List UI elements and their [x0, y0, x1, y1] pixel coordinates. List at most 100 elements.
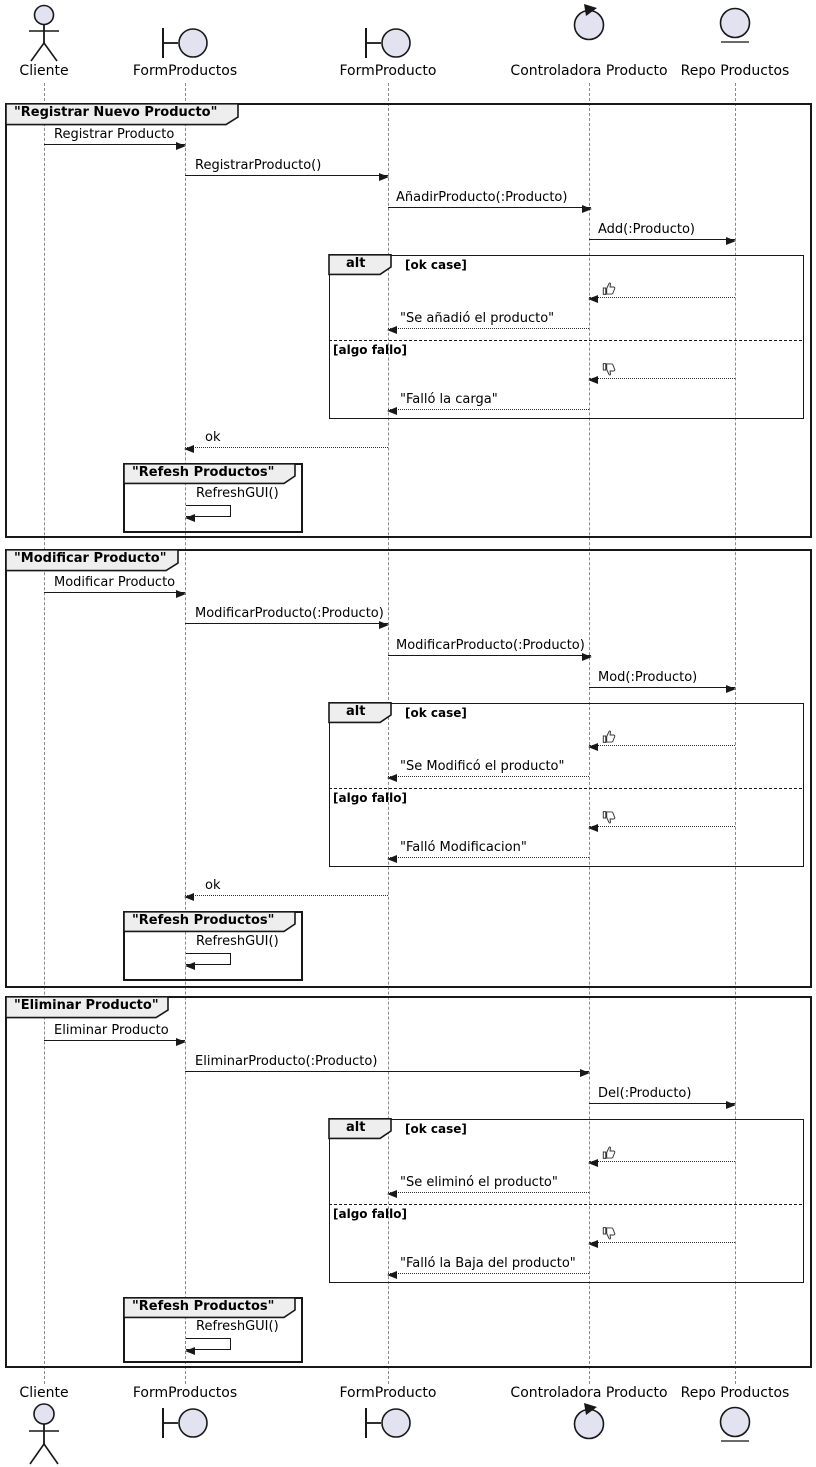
alt-label: alt	[346, 256, 366, 271]
boundary-icon	[162, 1408, 208, 1438]
message-mod-producto: Mod(:Producto)	[589, 670, 736, 693]
actor-icon	[29, 1403, 59, 1465]
message-label: "Falló Modificacion"	[400, 840, 527, 855]
message-label: AñadirProducto(:Producto)	[396, 190, 568, 205]
arrowhead	[185, 1346, 195, 1355]
message-label: "Se Modificó el producto"	[400, 759, 565, 774]
message-label: RegistrarProducto()	[195, 158, 322, 173]
arrowhead	[582, 205, 592, 213]
arrow-line	[185, 895, 388, 896]
arrow-line	[388, 207, 591, 208]
arrow-line	[589, 1161, 735, 1162]
frame-title: "Registrar Nuevo Producto"	[14, 105, 218, 120]
participant-label-repo-bottom: Repo Productos	[680, 1385, 790, 1401]
alt-label: alt	[346, 1120, 366, 1135]
alt-divider	[329, 1204, 802, 1205]
control-icon	[573, 1403, 605, 1440]
message-thumbs-up-reply	[588, 276, 735, 303]
thumbs-up-icon	[602, 282, 616, 295]
thumbs-up-icon	[602, 730, 616, 743]
frame-title-tab: "Eliminar Producto"	[5, 996, 169, 1019]
message-label: Add(:Producto)	[598, 222, 696, 237]
arrowhead	[588, 376, 598, 384]
arrow-line	[185, 1071, 589, 1072]
participant-label-repo: Repo Productos	[680, 63, 790, 79]
arrowhead	[726, 1101, 736, 1109]
arrow-line	[388, 1192, 589, 1193]
arrowhead	[379, 621, 389, 629]
arrowhead	[176, 1038, 186, 1046]
arrowhead	[582, 653, 592, 661]
message-del-producto: Del(:Producto)	[589, 1086, 736, 1109]
message-label: Modificar Producto	[54, 575, 176, 590]
group-title: "Refesh Productos"	[132, 913, 275, 928]
alt-title-tab: alt	[328, 702, 392, 724]
group-title: "Refesh Productos"	[132, 465, 275, 480]
arrowhead	[184, 445, 194, 453]
entity-icon	[719, 7, 751, 43]
arrow-line	[388, 1273, 589, 1274]
message-refreshgui-label: RefreshGUI()	[196, 1319, 279, 1334]
frame-title-tab: "Modificar Producto"	[5, 549, 179, 572]
actor-icon	[29, 4, 59, 62]
arrowhead	[726, 685, 736, 693]
arrow-line	[388, 655, 591, 656]
message-label: "Falló la carga"	[400, 392, 498, 407]
message-ok-reply: ok	[184, 430, 388, 453]
self-message-arrow	[185, 505, 231, 522]
boundary-icon	[365, 28, 411, 58]
arrowhead	[387, 774, 397, 782]
group-refesh-productos-3: "Refesh Productos"	[123, 1297, 303, 1363]
frame-title: "Modificar Producto"	[14, 551, 167, 566]
guard-ok-case: [ok case]	[405, 258, 467, 272]
self-message-arrow	[185, 1338, 231, 1355]
message-label: ModificarProducto(:Producto)	[396, 638, 585, 653]
frame-modificar-producto: "Modificar Producto"	[5, 549, 812, 988]
arrowhead	[387, 326, 397, 334]
guard-algo-fallo: [algo fallo]	[333, 791, 407, 805]
message-eliminar-producto: Eliminar Producto	[44, 1023, 186, 1046]
guard-algo-fallo: [algo fallo]	[333, 343, 407, 357]
arrow-line	[44, 144, 185, 145]
message-label: "Falló la Baja del producto"	[400, 1256, 576, 1271]
group-refesh-productos-2: "Refesh Productos"	[123, 911, 303, 981]
entity-icon	[719, 1406, 751, 1442]
message-registrar-producto: Registrar Producto	[44, 127, 186, 150]
lifeline-cliente	[44, 83, 45, 1384]
frame-eliminar-producto: "Eliminar Producto"	[5, 996, 812, 1368]
arrowhead	[726, 237, 736, 245]
message-add-producto: Add(:Producto)	[589, 222, 736, 245]
arrow-line	[44, 1040, 185, 1041]
message-label: Del(:Producto)	[598, 1086, 692, 1101]
message-thumbs-up-reply	[588, 724, 735, 751]
arrowhead	[387, 1271, 397, 1279]
alt-fragment-2: alt	[328, 702, 804, 867]
group-title-tab: "Refesh Productos"	[123, 911, 296, 933]
arrowhead	[184, 893, 194, 901]
self-message-arrow	[185, 953, 231, 970]
arrowhead	[387, 855, 397, 863]
thumbs-up-icon	[602, 1146, 616, 1159]
arrow-line	[388, 857, 589, 858]
arrow-line	[388, 409, 589, 410]
arrow-line	[589, 1242, 735, 1243]
arrowhead	[588, 1240, 598, 1248]
message-registrarproducto-fn: RegistrarProducto()	[185, 158, 389, 181]
frame-registrar-nuevo-producto: "Registrar Nuevo Producto"	[5, 103, 812, 538]
message-modificar-producto: Modificar Producto	[44, 575, 186, 598]
message-eliminarproducto-fn: EliminarProducto(:Producto)	[185, 1054, 590, 1077]
message-thumbs-down-reply	[588, 1221, 735, 1248]
arrowhead	[176, 590, 186, 598]
message-label: ok	[205, 430, 221, 445]
message-anadirproducto: AñadirProducto(:Producto)	[388, 190, 592, 213]
boundary-icon	[365, 1408, 411, 1438]
participant-label-cliente: Cliente	[19, 63, 69, 79]
arrowhead	[588, 295, 598, 303]
arrowhead	[588, 1159, 598, 1167]
message-refreshgui-label: RefreshGUI()	[196, 934, 279, 949]
message-reply-fail: "Falló Modificacion"	[387, 840, 589, 863]
participant-label-formproductos: FormProductos	[132, 63, 238, 79]
arrow-line	[44, 592, 185, 593]
message-modificarproducto-fn: ModificarProducto(:Producto)	[185, 606, 389, 629]
